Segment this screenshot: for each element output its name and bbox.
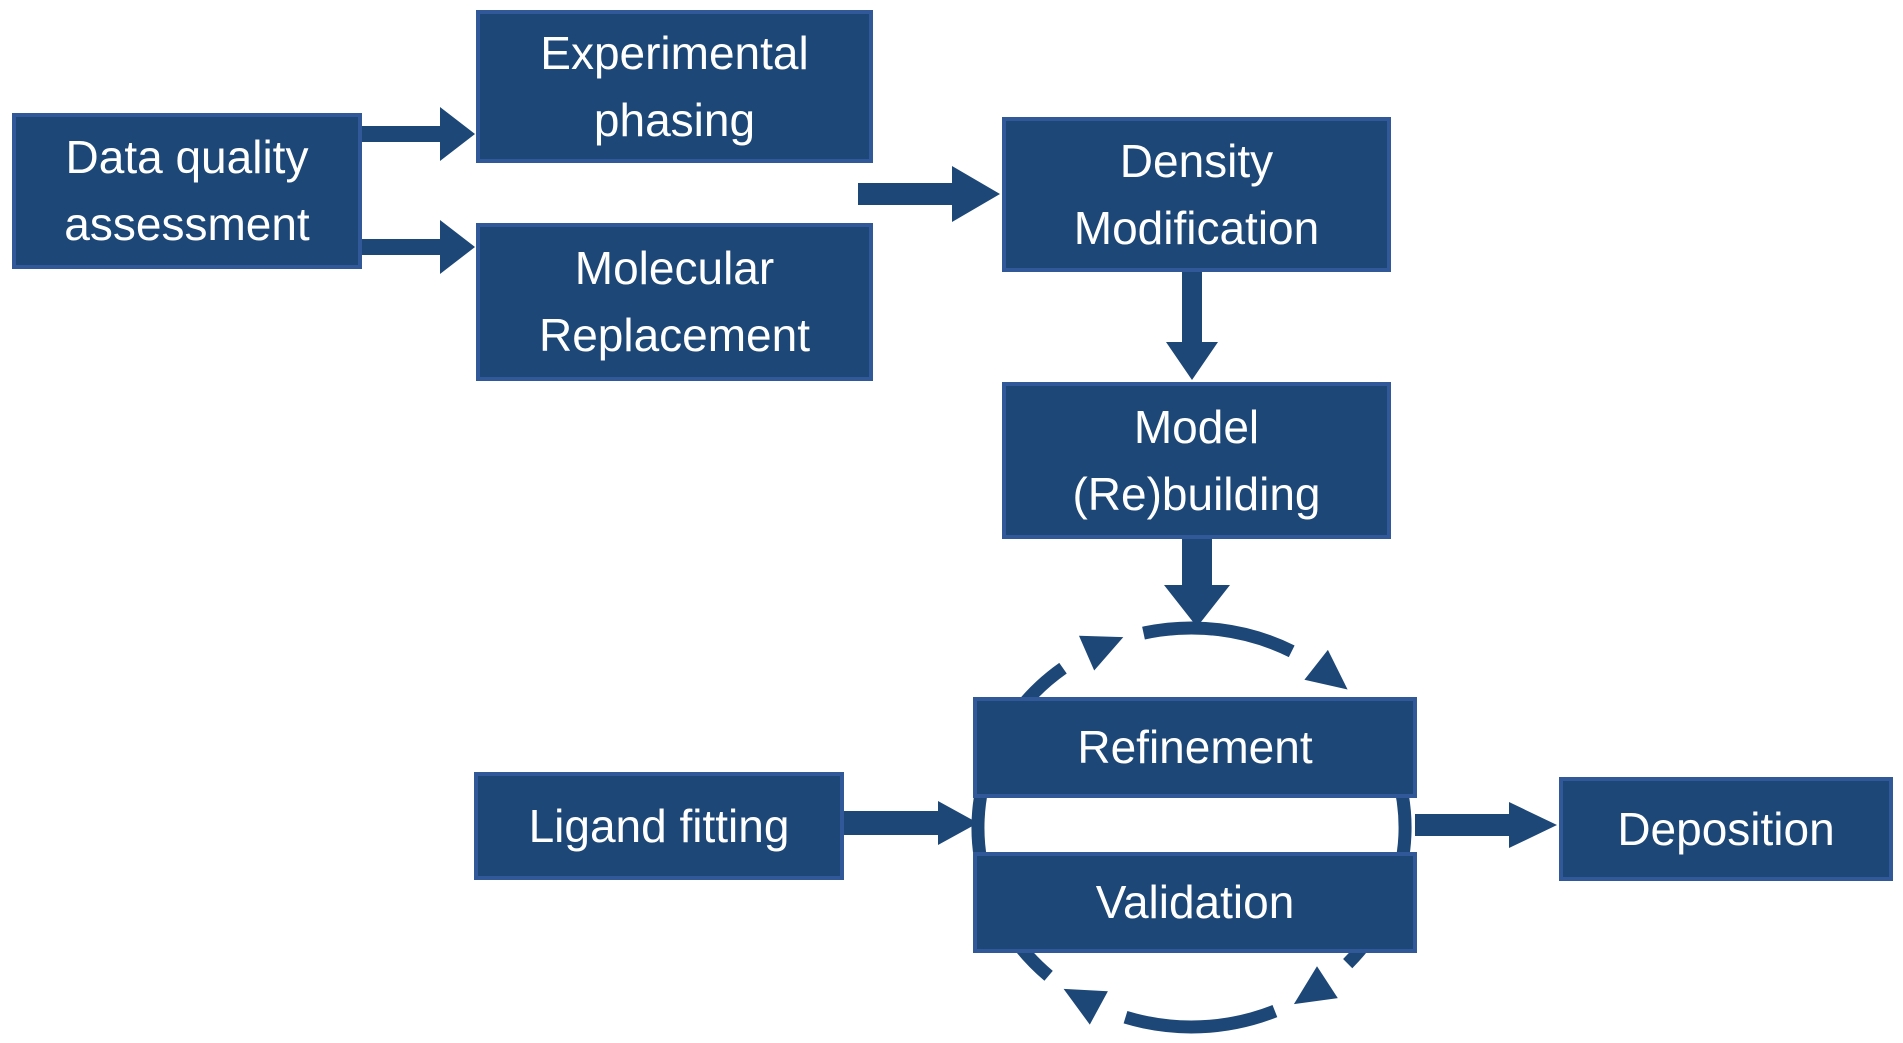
node-data-quality-assessment: Data quality assessment (12, 113, 362, 269)
cycle-arrowhead-top-left-icon (1079, 635, 1124, 671)
node-label: Deposition (1617, 802, 1835, 855)
node-label: Ligand fitting (528, 799, 790, 852)
node-label: Molecular Replacement (538, 242, 811, 361)
node-label: Density Modification (1073, 134, 1320, 254)
node-model-rebuilding: Model (Re)building (1002, 382, 1391, 539)
node-label: Refinement (1077, 721, 1313, 774)
node-experimental-phasing: Experimental phasing (476, 10, 873, 163)
arrow-densitymod-to-rebuilding-icon (1166, 272, 1218, 380)
arrow-dataquality-to-molecular-icon (362, 220, 475, 274)
node-deposition: Deposition (1559, 777, 1893, 881)
arrow-cycle-to-deposition-icon (1415, 802, 1557, 848)
node-density-modification: Density Modification (1002, 117, 1391, 272)
node-label: Data quality assessment (64, 131, 310, 250)
arrow-dataquality-to-experimental-icon (362, 107, 475, 161)
node-ligand-fitting: Ligand fitting (474, 772, 844, 880)
cycle-arrowhead-top-right-icon (1304, 649, 1348, 690)
arrow-ligand-to-cycle-icon (844, 801, 978, 845)
cycle-arrowhead-bottom-right-icon (1293, 966, 1338, 1005)
refinement-validation-cycle (971, 621, 1412, 1034)
cycle-arc-bottom (1123, 1005, 1278, 1034)
arrow-phasing-to-densitymod-icon (858, 166, 1000, 222)
node-validation: Validation (973, 852, 1417, 953)
arrow-rebuilding-to-refinement-icon (1164, 539, 1230, 627)
cycle-arrowhead-bottom-left-icon (1063, 988, 1108, 1025)
cycle-arc-top (1142, 621, 1295, 658)
node-label: Validation (1095, 876, 1295, 929)
node-refinement: Refinement (973, 697, 1417, 798)
node-label: Model (Re)building (1072, 400, 1321, 520)
node-molecular-replacement: Molecular Replacement (476, 223, 873, 381)
node-label: Experimental phasing (540, 26, 809, 146)
